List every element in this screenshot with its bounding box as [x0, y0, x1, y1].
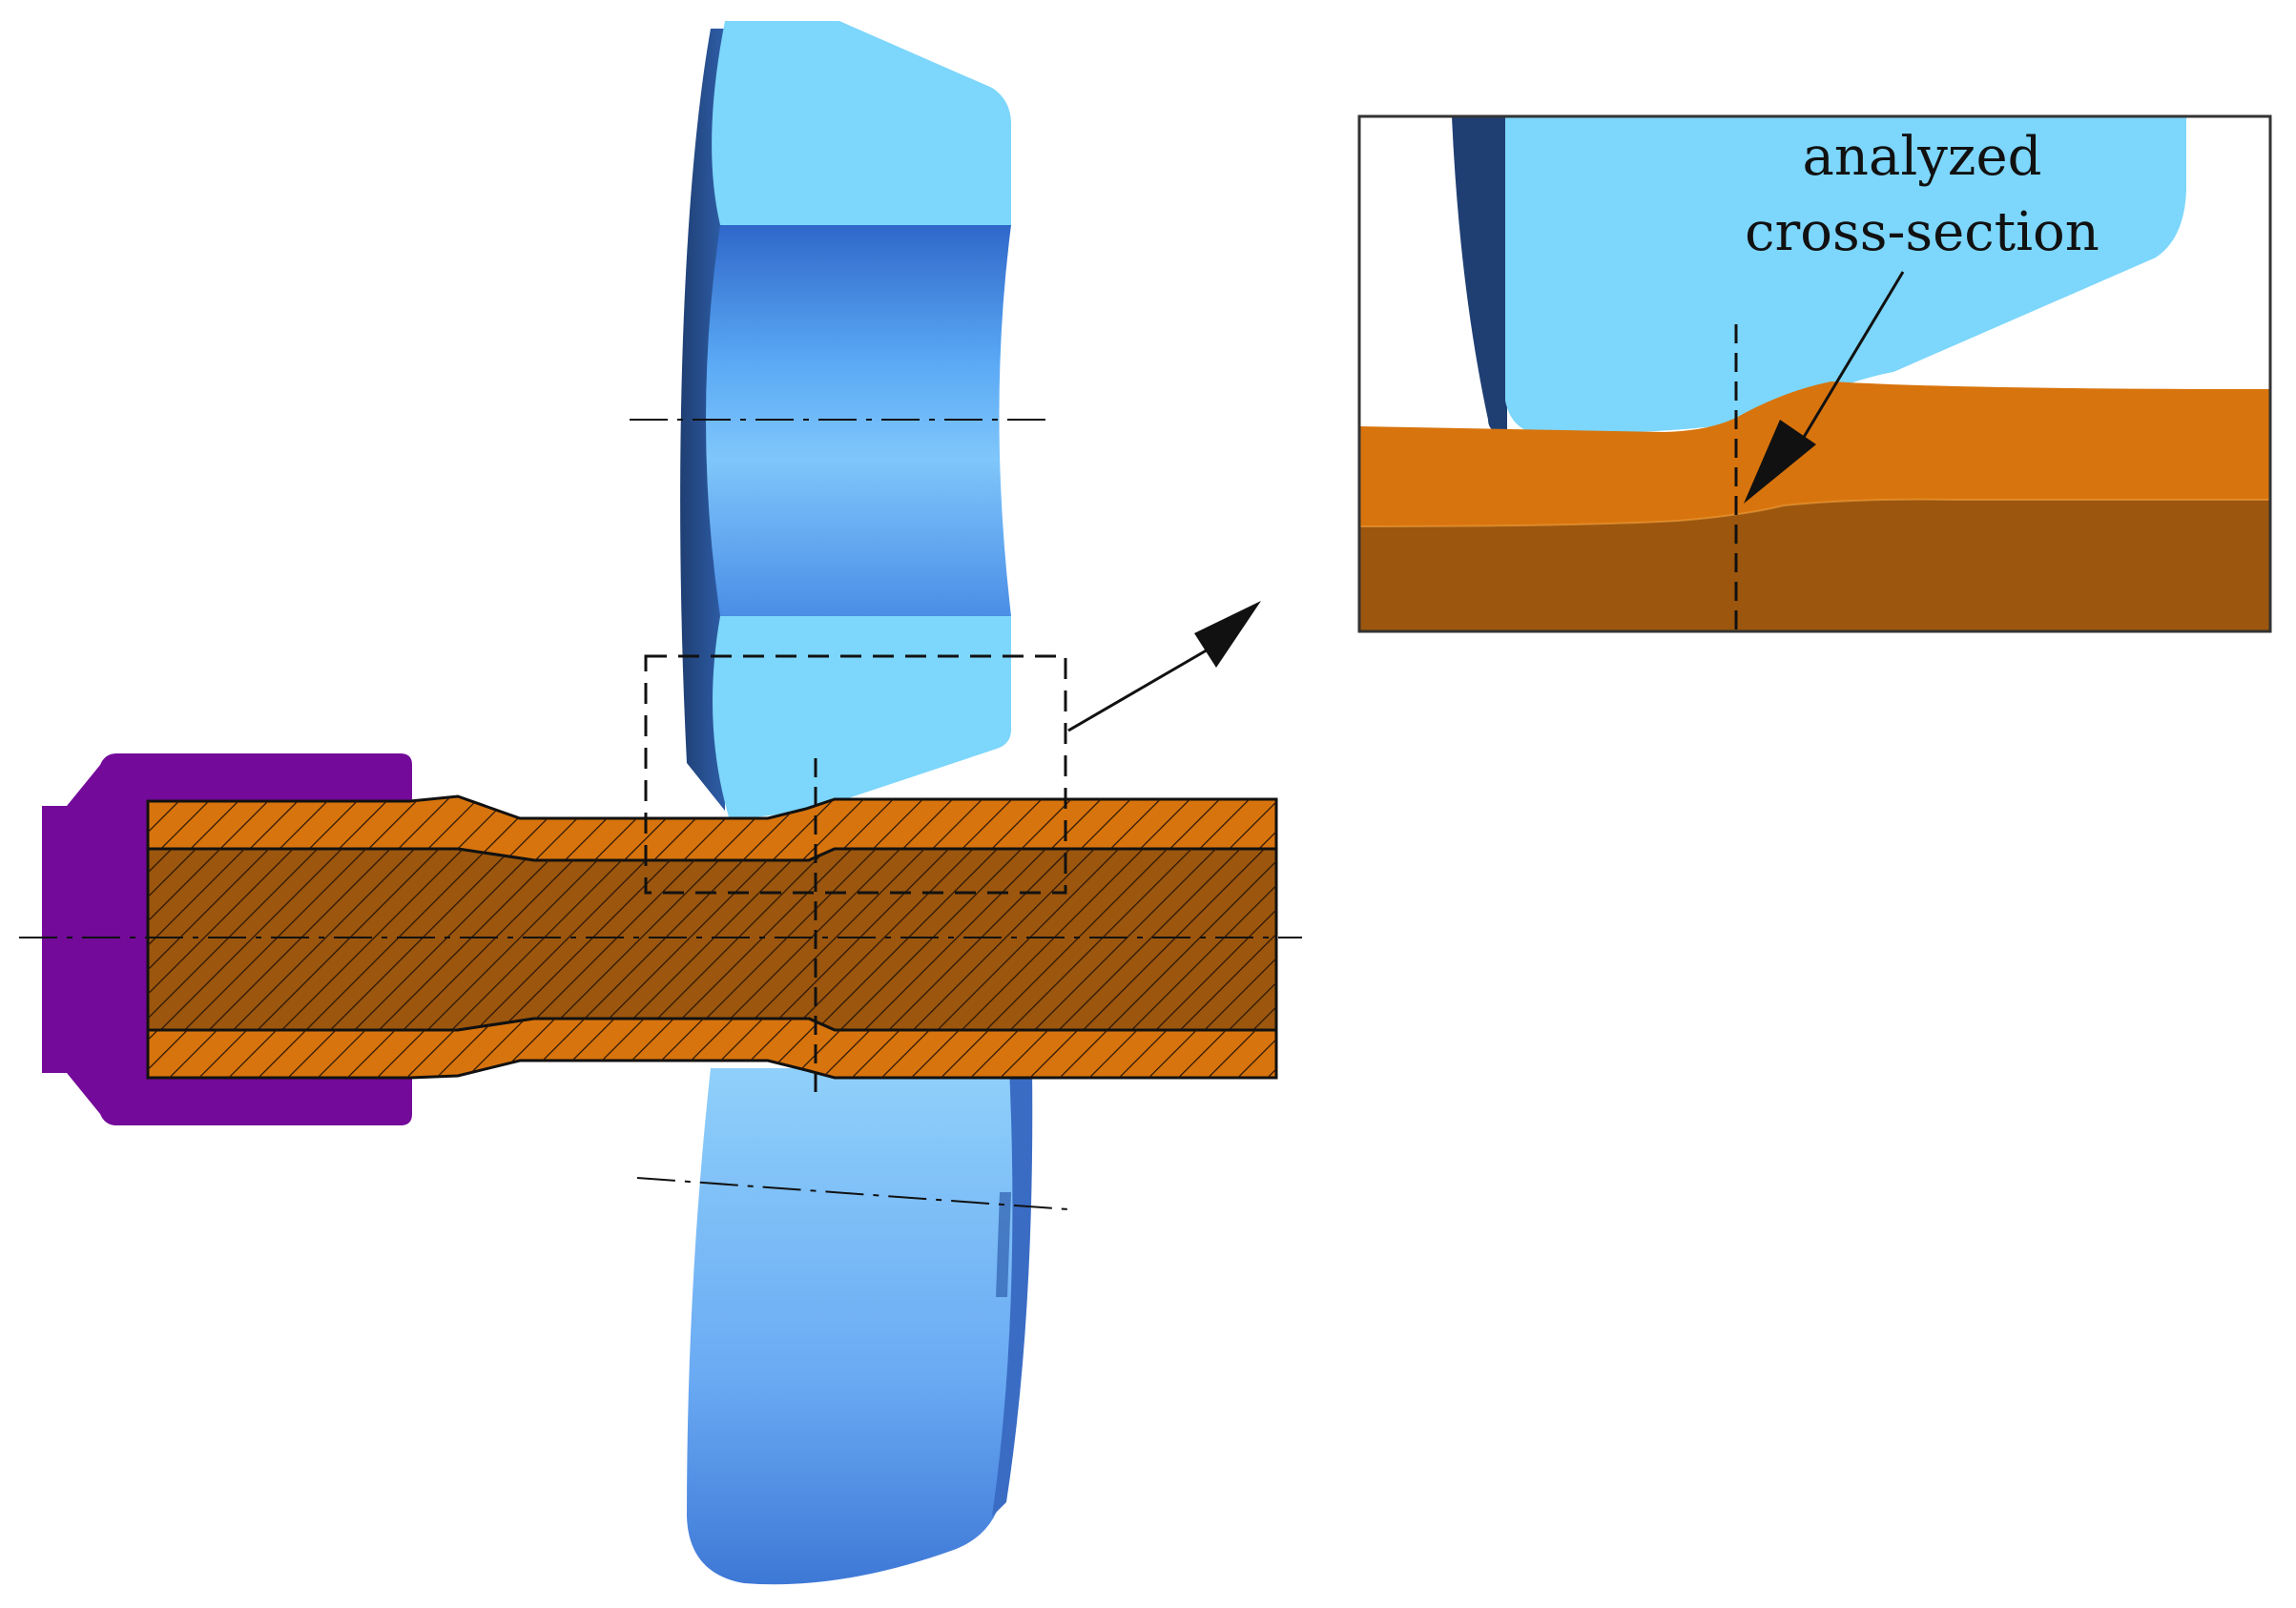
inset-pointer-line [1801, 271, 1905, 440]
upper-roller [630, 21, 1049, 820]
lower-roller-body [687, 1068, 1028, 1585]
inset-roller-face [1505, 116, 2186, 434]
tube-section [19, 758, 1302, 1102]
detail-region-box [644, 654, 1067, 895]
inset-tube-inner [1359, 499, 2270, 631]
inset-pointer-head [1744, 420, 1816, 504]
lower-roller-rim [992, 1068, 1033, 1516]
upper-roller-lower-face [713, 616, 1011, 820]
inset-detail-view: analyzed cross-section [1357, 114, 2272, 633]
upper-roller-top-face [712, 21, 1011, 225]
inset-frame [1357, 114, 2272, 633]
zoom-arrow [1067, 601, 1261, 732]
lower-roller [636, 1068, 1069, 1585]
inset-roller-rim [1452, 116, 1507, 434]
annotation-line-1: analyzed [1803, 126, 2042, 188]
lower-roller-axis [636, 1177, 1069, 1210]
upper-roller-bore-face [706, 225, 1011, 616]
annotation-line-2: cross-section [1745, 201, 2099, 263]
lower-roller-slot [996, 1192, 1011, 1297]
